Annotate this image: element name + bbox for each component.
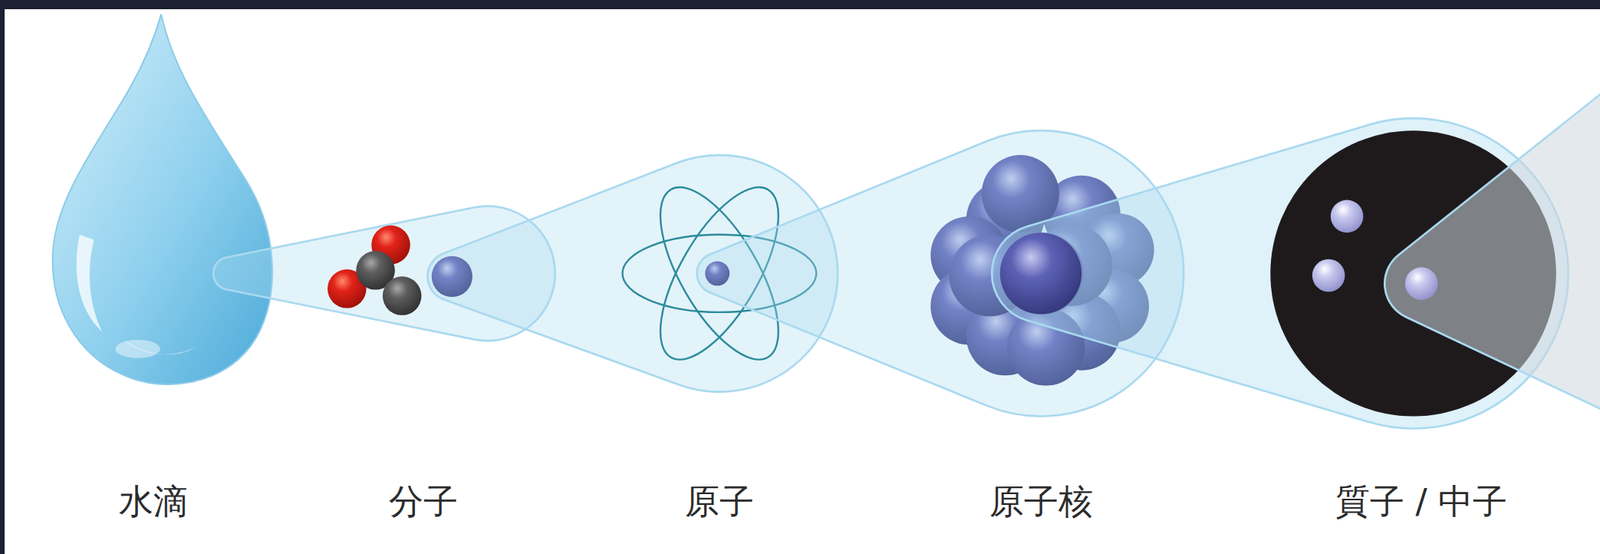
stage-label: 分子 [388,480,458,523]
drop-highlight [115,339,161,359]
zoom-cone [1384,30,1600,459]
carbon-atom [382,276,422,316]
nucleon-sphere [1000,232,1082,314]
stage-label: 原子核 [989,480,1094,523]
quark [1405,266,1439,300]
stage-label: 質子 / 中子 [1335,480,1508,523]
water-drop [52,14,273,385]
quark [1330,200,1364,234]
drop-highlight [76,234,103,332]
stage-label: 水滴 [118,480,188,523]
quark [1312,259,1346,293]
stage-label: 原子 [684,480,754,523]
